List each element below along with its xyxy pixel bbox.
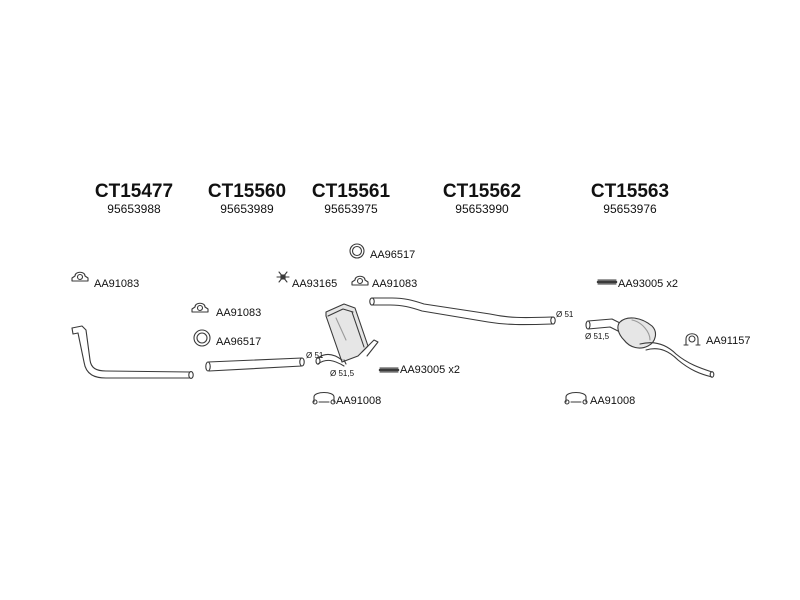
middle-pipe (369, 297, 556, 326)
oem-number: 95653990 (455, 202, 509, 216)
clamp-icon (71, 271, 89, 282)
hanger-clamp-icon (683, 333, 701, 346)
center-silencer (315, 303, 379, 367)
diameter-label: Ø 51,5 (585, 332, 610, 341)
part-code: CT15560 (207, 181, 287, 202)
oem-number: 95653988 (107, 202, 161, 216)
part-header-ct15561: CT15561 95653975 (296, 181, 406, 217)
spring-bolt-icon (378, 367, 400, 373)
rear-silencer (585, 317, 715, 378)
label-aa91008-left: AA91008 (336, 395, 382, 407)
part-code: CT15561 (311, 181, 391, 202)
diameter-label: Ø 51,5 (330, 369, 355, 378)
part-header-ct15562: CT15562 95653990 (427, 181, 537, 217)
diameter-label: Ø 51 (306, 351, 324, 360)
gasket-ring-icon (349, 243, 365, 259)
oem-number: 95653975 (324, 202, 378, 216)
diameter-label: Ø 51 (556, 310, 574, 319)
label-aa93005-mid: AA93005 x2 (400, 364, 460, 376)
intermediate-pipe (205, 357, 305, 372)
label-aa93005-right: AA93005 x2 (618, 278, 678, 290)
front-pipe (71, 325, 194, 379)
part-code: CT15562 (442, 181, 522, 202)
part-code: CT15563 (590, 181, 670, 202)
gasket-ring-icon (193, 329, 211, 347)
label-aa91008-right: AA91008 (590, 395, 636, 407)
part-header-ct15477: CT15477 95653988 (79, 181, 189, 217)
oem-number: 95653989 (220, 202, 274, 216)
label-aa93165: AA93165 (292, 278, 338, 290)
rubber-mount-icon (276, 271, 290, 283)
oem-number: 95653976 (603, 202, 657, 216)
spring-bolt-icon (596, 279, 618, 285)
u-clamp-icon (312, 391, 336, 405)
part-header-ct15563: CT15563 95653976 (575, 181, 685, 217)
label-aa91157: AA91157 (706, 335, 751, 347)
label-aa91083-pipe2: AA91083 (216, 307, 262, 319)
clamp-icon (191, 302, 209, 313)
label-aa91083-mid: AA91083 (372, 278, 418, 290)
part-code: CT15477 (94, 181, 174, 202)
part-header-ct15560: CT15560 95653989 (192, 181, 302, 217)
clamp-icon (351, 275, 369, 286)
label-aa96517-pipe2: AA96517 (216, 336, 262, 348)
label-aa91083-left: AA91083 (94, 278, 140, 290)
label-aa96517-top: AA96517 (370, 249, 416, 261)
u-clamp-icon (564, 391, 588, 405)
